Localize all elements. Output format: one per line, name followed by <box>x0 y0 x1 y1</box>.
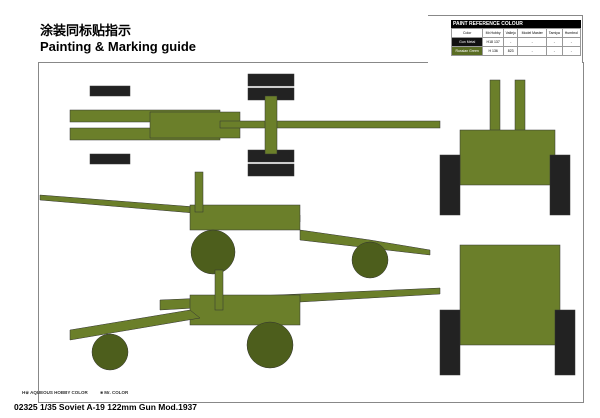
legend: H※ AQUEOUS HOBBY COLOR ■ Mr. COLOR <box>22 390 128 396</box>
rear-view <box>439 244 576 376</box>
front-view <box>439 79 571 216</box>
frame-line <box>428 15 583 63</box>
chinese-title: 涂装同标贴指示 <box>40 23 132 38</box>
cell: 823 <box>502 46 519 56</box>
side-view-2 <box>69 269 441 371</box>
cell: - <box>561 46 582 56</box>
page-title: Painting & Marking guide <box>40 39 197 54</box>
paint-reference-table: PAINT REFERENCE COLOUR Color Mr.Hobby Va… <box>450 20 582 56</box>
top-view <box>69 73 441 177</box>
side-view-1 <box>39 171 431 279</box>
table-row: Gun Metal H18 137 - - - - <box>450 37 582 47</box>
footer-title: 02325 1/35 Soviet A-19 122mm Gun Mod.193… <box>14 402 197 412</box>
table-title: PAINT REFERENCE COLOUR <box>451 20 581 28</box>
legend-aqueous: H※ AQUEOUS HOBBY COLOR <box>22 390 88 395</box>
page-frame <box>38 62 584 403</box>
table-row: Russian Green H 136 823 - - - <box>450 46 582 56</box>
legend-mr-color: ■ Mr. COLOR <box>100 390 129 395</box>
cell: - <box>517 46 548 56</box>
cell: Russian Green <box>450 46 484 56</box>
frame-line <box>38 62 428 63</box>
